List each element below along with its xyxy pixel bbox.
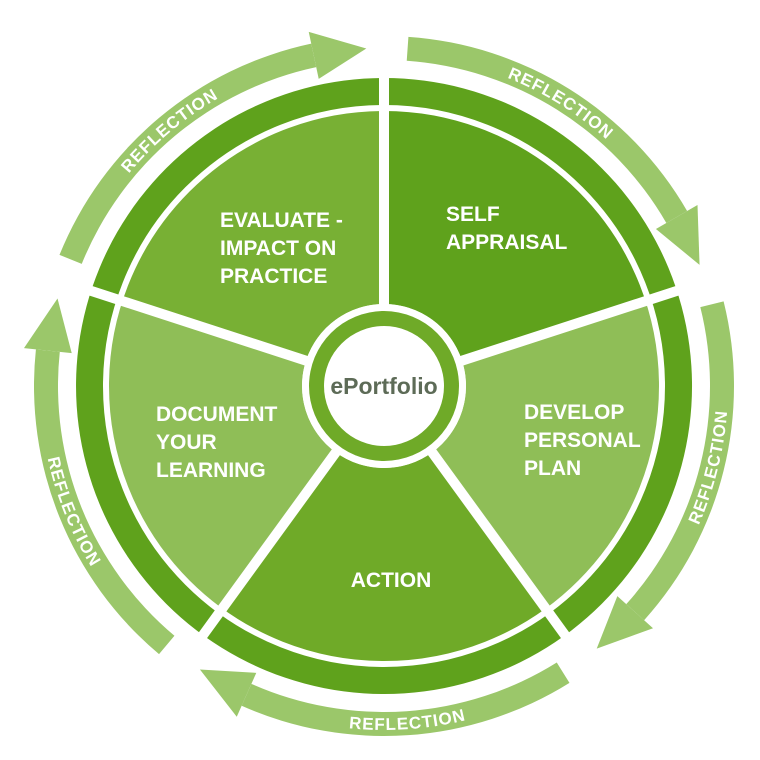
reflection-arrowhead: [308, 31, 367, 79]
reflection-arrowhead: [596, 596, 654, 649]
segment-wedge: [117, 106, 385, 361]
reflection-arrow-band: [59, 43, 317, 264]
ring-separator: [103, 105, 665, 667]
segment-label: ACTION: [351, 569, 432, 592]
segment-dividers: [87, 76, 681, 667]
segment-wedge: [432, 299, 664, 613]
reflection-arrow-band: [33, 349, 175, 655]
segment-wedge: [104, 299, 336, 613]
reflection-arrow-band: [626, 301, 734, 621]
reflection-arrowhead: [23, 298, 72, 354]
center-hub: ePortfolio: [302, 304, 466, 468]
reflection-arrowhead: [199, 669, 257, 717]
segment-divider: [443, 285, 681, 371]
reflection-arrowhead: [655, 205, 700, 265]
reflection-arrow-band: [406, 36, 688, 223]
reflection-arrow-band: [241, 662, 570, 736]
segment-divider: [87, 285, 325, 371]
hub-center: [324, 326, 444, 446]
segment-wedge: [384, 106, 651, 361]
segment-divider: [417, 434, 571, 640]
segment-divider: [197, 434, 351, 640]
center-label: ePortfolio: [330, 373, 437, 399]
